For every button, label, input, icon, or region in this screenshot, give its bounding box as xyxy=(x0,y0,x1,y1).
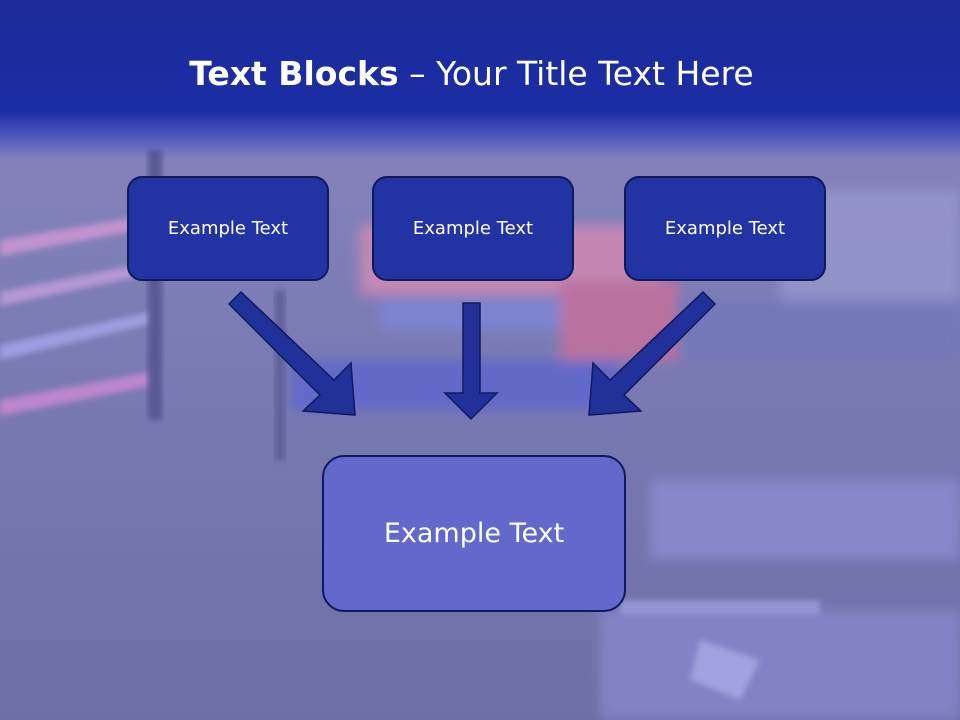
arrow-down-icon xyxy=(443,302,499,421)
title-band xyxy=(0,0,960,160)
text-block-right[interactable]: Example Text xyxy=(624,176,826,281)
title-bold: Text Blocks xyxy=(189,54,399,93)
text-block-left-label: Example Text xyxy=(167,218,289,239)
title-dash: – xyxy=(398,54,437,93)
arrow-diagonal-right-icon xyxy=(227,290,356,416)
text-block-center[interactable]: Example Text xyxy=(372,176,574,281)
text-block-bottom-label: Example Text xyxy=(383,518,565,549)
title-rest: Your Title Text Here xyxy=(436,54,754,93)
text-block-right-label: Example Text xyxy=(664,218,786,239)
text-block-center-label: Example Text xyxy=(412,218,534,239)
arrow-diagonal-left-icon xyxy=(588,290,717,416)
text-block-bottom[interactable]: Example Text xyxy=(322,455,626,612)
text-block-left[interactable]: Example Text xyxy=(127,176,329,281)
slide-title: Text Blocks – Your Title Text Here xyxy=(0,52,943,96)
